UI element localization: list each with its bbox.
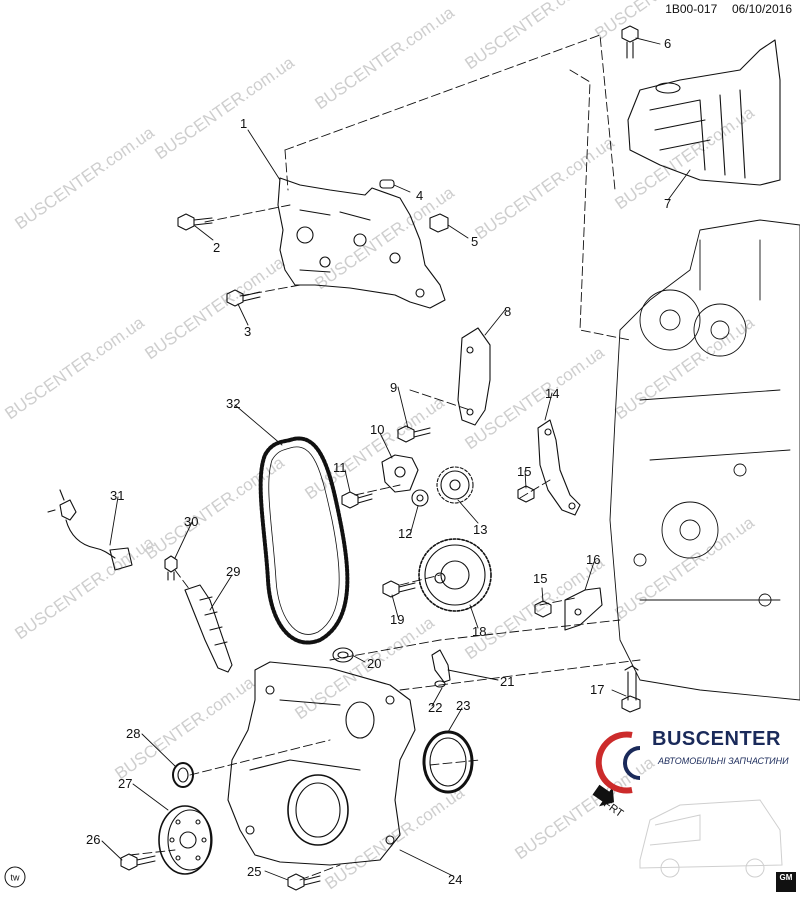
diagram-date: 06/10/2016 [731,2,792,16]
watermark-text: BUSCENTER.com.ua [461,343,608,454]
part-26-bolt [120,853,156,871]
tw-badge-text: tw [11,873,21,883]
callout-label: 2 [213,240,220,255]
diagram-code: 1B00-017 [665,2,718,16]
part-7-cam-cover [627,39,781,186]
watermark-text: BUSCENTER.com.ua [141,253,288,364]
part-8-chain-guide [457,327,491,426]
part-31-harness [47,489,133,571]
logo-title: BUSCENTER [652,728,781,750]
part-5-plug [429,213,449,233]
callout-label: 19 [390,612,404,627]
callout-label: 16 [586,552,600,567]
watermark-text: BUSCENTER.com.ua [301,393,448,504]
callout-label: 21 [500,674,514,689]
callout-label: 14 [545,386,559,401]
watermark-text: BUSCENTER.com.ua [611,313,758,424]
part-20-seal [332,647,354,663]
part-22-dowel [434,680,446,688]
part-9-bolt [397,425,431,443]
part-30-bolt [164,555,178,581]
callout-label: 8 [504,304,511,319]
callout-label: 24 [448,872,462,887]
part-13-sprocket [436,466,474,504]
tw-badge-icon: tw [4,866,26,888]
callout-label: 20 [367,656,381,671]
watermark-text: BUSCENTER.com.ua [611,513,758,624]
front-arrow-icon [592,784,615,807]
diagram-header: 1B00-017 06/10/2016 [665,2,792,16]
callout-label: 15 [517,464,531,479]
callout-label: 26 [86,832,100,847]
callout-label: 18 [472,624,486,639]
buscenter-logo-icon [595,731,641,794]
callout-label: 10 [370,422,384,437]
callout-label: 12 [398,526,412,541]
part-19-bolt [382,580,416,598]
part-6-bolt [621,25,639,59]
callout-label: 13 [473,522,487,537]
part-3-bolt [226,289,261,307]
van-watermark-icon [639,799,783,878]
callout-label: 7 [664,196,671,211]
part-12-bushing [411,489,429,507]
buscenter-logo: BUSCENTER АВТОМОБІЛЬНІ ЗАПЧАСТИНИ [600,722,790,792]
watermark-text: BUSCENTER.com.ua [11,123,158,234]
watermark-text: BUSCENTER.com.ua [151,53,298,164]
part-28-seal [172,762,194,788]
assembly-guide-lines [129,34,641,881]
callout-label: 27 [118,776,132,791]
part-23-seal-ring [422,730,474,794]
part-24-front-cover [227,661,416,866]
callout-label: 4 [416,188,423,203]
callout-label: 11 [333,460,347,475]
callout-label: 30 [184,514,198,529]
callout-label: 9 [390,380,397,395]
part-25-bolt [287,873,321,891]
callout-label: 32 [226,396,240,411]
callout-label: 23 [456,698,470,713]
part-2-bolt [177,213,213,231]
part-17-bolt [621,665,641,713]
watermark-text: BUSCENTER.com.ua [1,313,148,424]
gm-logo-icon: GM [776,872,796,892]
watermark-text: BUSCENTER.com.ua [611,103,758,214]
callout-layer: 1 2 3 4 5 6 7 8 9 10 11 12 13 14 15 15 1… [86,36,671,887]
callout-label: 17 [590,682,604,697]
watermark-text: BUSCENTER.com.ua [311,3,458,114]
part-10-tensioner [381,454,419,493]
engine-block [609,219,800,701]
callout-label: 1 [240,116,247,131]
callout-label: 22 [428,700,442,715]
callout-label: 3 [244,324,251,339]
watermark-text: BUSCENTER.com.ua [471,133,618,244]
leader-lines [101,37,691,881]
watermark-text: BUSCENTER.com.ua [311,183,458,294]
callout-label: 31 [110,488,124,503]
part-27-pulley [158,805,213,875]
part-14-chain-guide [537,419,581,516]
part-18-gear [418,538,492,612]
callout-label: 5 [471,234,478,249]
watermark-text: BUSCENTER.com.ua [461,0,608,73]
callout-label: 29 [226,564,240,579]
callout-label: 25 [247,864,261,879]
callout-label: 28 [126,726,140,741]
part-32-timing-chain [258,436,350,645]
callout-label: 6 [664,36,671,51]
part-21-gasket [431,649,451,683]
callout-label: 15 [533,571,547,586]
part-1-cover-bracket [277,177,446,309]
part-29-sensor [184,584,233,673]
watermark-text: BUSCENTER.com.ua [11,533,158,644]
logo-subtitle: АВТОМОБІЛЬНІ ЗАПЧАСТИНИ [658,756,789,766]
part-4-dowel [379,179,395,189]
watermark-text: BUSCENTER.com.ua [291,613,438,724]
